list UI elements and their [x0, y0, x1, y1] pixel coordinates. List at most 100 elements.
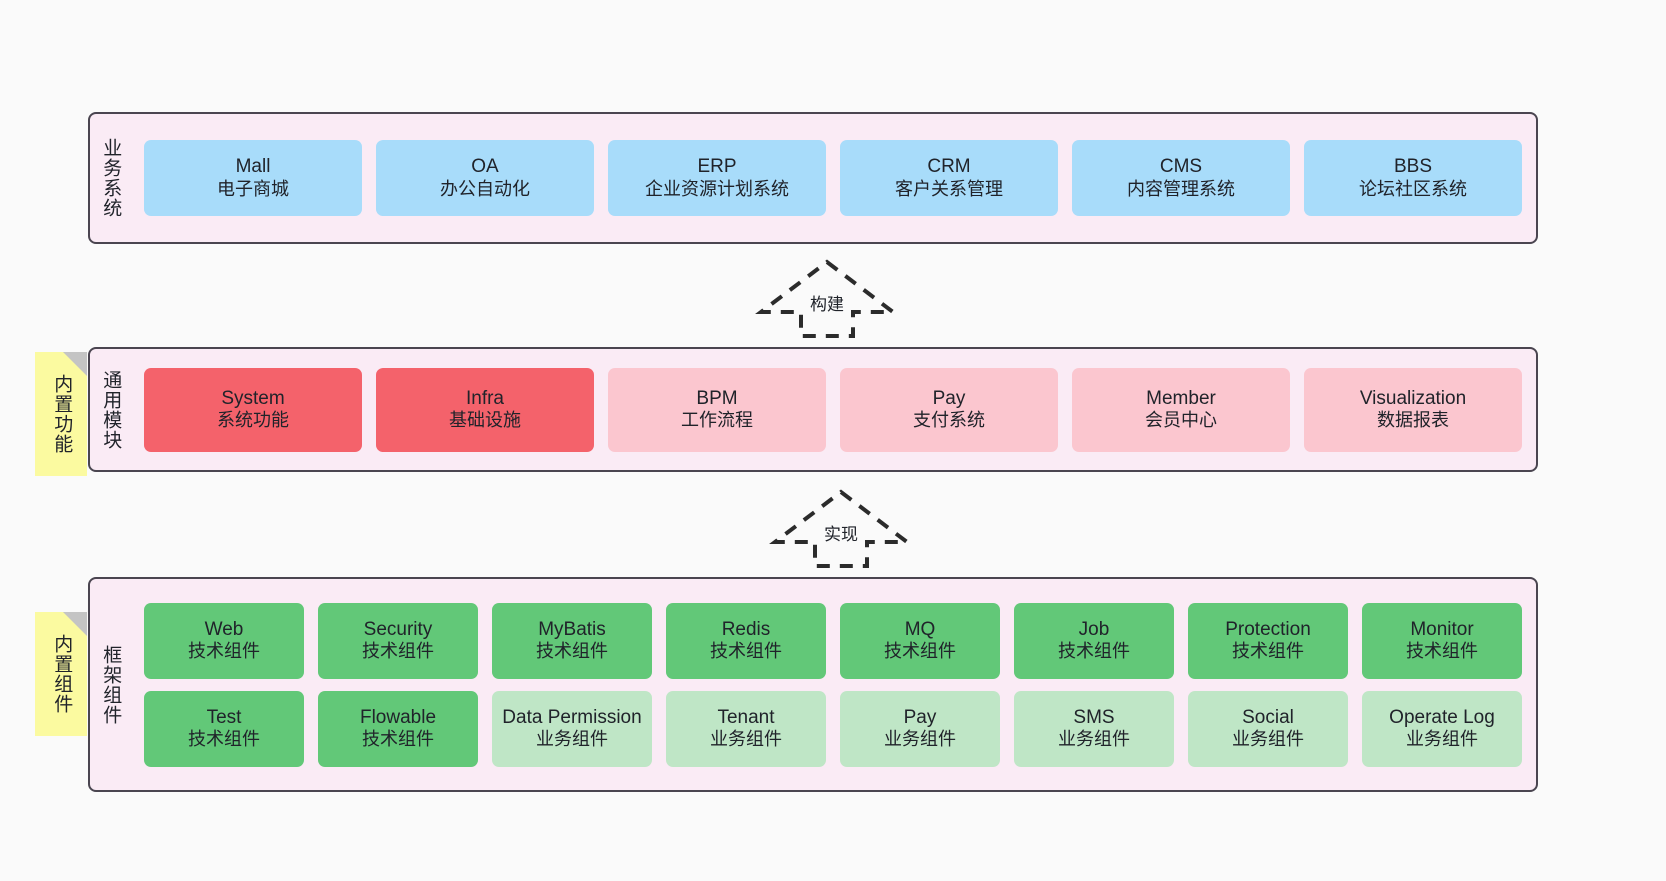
connector-implement-arrow-icon	[769, 489, 913, 568]
card-crm-subtitle: 客户关系管理	[895, 178, 1003, 199]
card-mq-title: MQ	[904, 618, 936, 640]
card-system-title: System	[221, 387, 285, 409]
card-pay-module[interactable]: Pay 支付系统	[840, 367, 1058, 452]
card-job-subtitle: 技术组件	[1058, 641, 1130, 662]
layer-framework-components-label: 框架组件	[100, 644, 122, 725]
card-web[interactable]: Web 技术组件	[144, 602, 304, 679]
card-cms-subtitle: 内容管理系统	[1127, 178, 1235, 199]
card-monitor-title: Monitor	[1410, 618, 1474, 640]
card-web-title: Web	[204, 618, 244, 640]
card-erp-title: ERP	[697, 156, 737, 178]
card-oa[interactable]: OA 办公自动化	[376, 140, 594, 216]
card-operate-log[interactable]: Operate Log 业务组件	[1362, 690, 1522, 767]
card-mall[interactable]: Mall 电子商城	[144, 140, 362, 216]
card-cms[interactable]: CMS 内容管理系统	[1072, 140, 1290, 216]
card-social[interactable]: Social 业务组件	[1188, 690, 1348, 767]
card-data-permission-subtitle: 业务组件	[536, 729, 608, 750]
card-flowable[interactable]: Flowable 技术组件	[318, 690, 478, 767]
card-erp[interactable]: ERP 企业资源计划系统	[608, 140, 826, 216]
card-cms-title: CMS	[1159, 156, 1203, 178]
card-flowable-subtitle: 技术组件	[362, 729, 434, 750]
card-protection-title: Protection	[1225, 618, 1311, 640]
card-sms-title: SMS	[1073, 706, 1115, 728]
card-bpm-subtitle: 工作流程	[681, 410, 753, 431]
connector-implement-label: 实现	[824, 525, 858, 544]
card-system[interactable]: System 系统功能	[144, 367, 362, 452]
note-builtin-components[interactable]: 内置组件	[35, 612, 87, 736]
connector-build-arrow-icon	[755, 259, 899, 338]
card-bbs[interactable]: BBS 论坛社区系统	[1304, 140, 1522, 216]
layer-common-modules-items: System 系统功能 Infra 基础设施 BPM 工作流程 Pay 支付系统…	[130, 349, 1536, 470]
layer-framework-components-items: Web 技术组件 Security 技术组件 MyBatis 技术组件 Redi…	[130, 579, 1536, 790]
card-visualization-title: Visualization	[1359, 387, 1467, 409]
card-job-title: Job	[1078, 618, 1110, 640]
card-member-subtitle: 会员中心	[1145, 410, 1217, 431]
card-system-subtitle: 系统功能	[217, 410, 289, 431]
card-bbs-subtitle: 论坛社区系统	[1359, 178, 1467, 199]
card-mall-title: Mall	[235, 156, 271, 178]
note-builtin-components-label: 内置组件	[51, 634, 73, 714]
card-data-permission[interactable]: Data Permission 业务组件	[492, 690, 652, 767]
card-visualization-subtitle: 数据报表	[1377, 410, 1449, 431]
card-member-title: Member	[1146, 387, 1216, 409]
card-security-subtitle: 技术组件	[362, 641, 434, 662]
card-social-title: Social	[1242, 706, 1294, 728]
card-crm[interactable]: CRM 客户关系管理	[840, 140, 1058, 216]
layer-common-modules: 通用模块 System 系统功能 Infra 基础设施 BPM 工作流程 Pay…	[88, 347, 1538, 472]
card-mall-subtitle: 电子商城	[217, 178, 289, 199]
connector-build-label: 构建	[810, 295, 844, 314]
card-operate-log-title: Operate Log	[1389, 706, 1495, 728]
card-infra-subtitle: 基础设施	[449, 410, 521, 431]
card-operate-log-subtitle: 业务组件	[1406, 729, 1478, 750]
framework-business-row: Test 技术组件 Flowable 技术组件 Data Permission …	[144, 690, 1522, 767]
card-monitor-subtitle: 技术组件	[1406, 641, 1478, 662]
card-test-subtitle: 技术组件	[188, 729, 260, 750]
card-mybatis-subtitle: 技术组件	[536, 641, 608, 662]
card-pay-module-subtitle: 支付系统	[913, 410, 985, 431]
card-redis-title: Redis	[721, 618, 771, 640]
card-protection[interactable]: Protection 技术组件	[1188, 602, 1348, 679]
layer-business-systems: 业务系统 Mall 电子商城 OA 办公自动化 ERP 企业资源计划系统 CRM…	[88, 112, 1538, 244]
card-test[interactable]: Test 技术组件	[144, 690, 304, 767]
card-bpm[interactable]: BPM 工作流程	[608, 367, 826, 452]
connector-implement: 实现	[769, 488, 913, 570]
card-sms-subtitle: 业务组件	[1058, 729, 1130, 750]
card-oa-subtitle: 办公自动化	[440, 178, 530, 199]
card-test-title: Test	[206, 706, 242, 728]
layer-business-systems-label: 业务系统	[100, 138, 122, 218]
card-visualization[interactable]: Visualization 数据报表	[1304, 367, 1522, 452]
card-mybatis[interactable]: MyBatis 技术组件	[492, 602, 652, 679]
card-infra[interactable]: Infra 基础设施	[376, 367, 594, 452]
card-sms[interactable]: SMS 业务组件	[1014, 690, 1174, 767]
card-tenant[interactable]: Tenant 业务组件	[666, 690, 826, 767]
card-security[interactable]: Security 技术组件	[318, 602, 478, 679]
card-pay-component-title: Pay	[903, 706, 937, 728]
note-builtin-functions-label: 内置功能	[51, 374, 73, 454]
card-tenant-title: Tenant	[717, 706, 775, 728]
card-member[interactable]: Member 会员中心	[1072, 367, 1290, 452]
card-erp-subtitle: 企业资源计划系统	[645, 178, 789, 199]
card-bpm-title: BPM	[696, 387, 738, 409]
card-bbs-title: BBS	[1393, 156, 1433, 178]
card-pay-component-subtitle: 业务组件	[884, 729, 956, 750]
card-mq-subtitle: 技术组件	[884, 641, 956, 662]
layer-framework-components: 框架组件 Web 技术组件 Security 技术组件 MyBatis 技术组件…	[88, 577, 1538, 792]
note-fold-corner-icon	[63, 612, 87, 636]
layer-business-systems-items: Mall 电子商城 OA 办公自动化 ERP 企业资源计划系统 CRM 客户关系…	[130, 114, 1536, 242]
card-mybatis-title: MyBatis	[538, 618, 606, 640]
card-job[interactable]: Job 技术组件	[1014, 602, 1174, 679]
card-redis[interactable]: Redis 技术组件	[666, 602, 826, 679]
card-infra-title: Infra	[465, 387, 505, 409]
card-redis-subtitle: 技术组件	[710, 641, 782, 662]
card-flowable-title: Flowable	[359, 706, 437, 728]
layer-common-modules-label: 通用模块	[100, 369, 122, 450]
note-fold-corner-icon	[63, 352, 87, 376]
card-tenant-subtitle: 业务组件	[710, 729, 782, 750]
card-monitor[interactable]: Monitor 技术组件	[1362, 602, 1522, 679]
card-pay-component[interactable]: Pay 业务组件	[840, 690, 1000, 767]
note-builtin-functions[interactable]: 内置功能	[35, 352, 87, 476]
card-mq[interactable]: MQ 技术组件	[840, 602, 1000, 679]
card-crm-title: CRM	[927, 156, 971, 178]
card-security-title: Security	[363, 618, 433, 640]
